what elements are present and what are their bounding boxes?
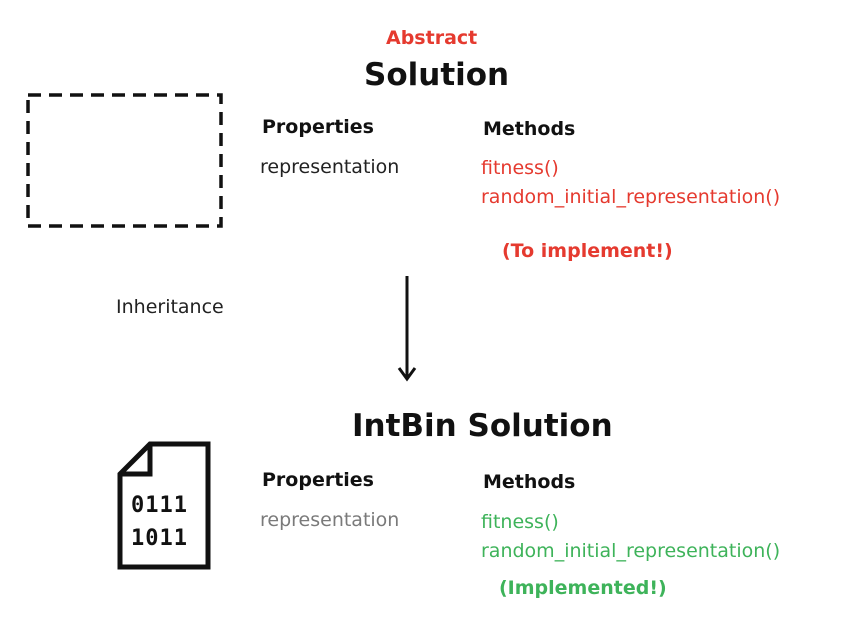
abstract-method-random-initial: random_initial_representation(): [481, 186, 781, 208]
abstract-methods-list: fitness() random_initial_representation(…: [481, 154, 780, 212]
abstract-tag: Abstract: [386, 27, 478, 49]
concrete-class-title: IntBin Solution: [352, 408, 613, 444]
concrete-properties-heading: Properties: [262, 469, 374, 491]
concrete-note: (Implemented!): [499, 577, 667, 599]
inheritance-label: Inheritance: [116, 296, 224, 318]
abstract-class-title: Solution: [364, 57, 510, 93]
binary-file-icon: 0111 1011: [116, 441, 212, 571]
abstract-property-representation: representation: [260, 156, 400, 178]
abstract-methods-heading: Methods: [483, 118, 576, 140]
abstract-properties-heading: Properties: [262, 116, 374, 138]
abstract-method-fitness: fitness(): [481, 157, 559, 179]
concrete-property-representation: representation: [260, 509, 400, 531]
concrete-methods-list: fitness() random_initial_representation(…: [481, 508, 780, 566]
abstract-placeholder-box: [26, 93, 223, 228]
concrete-method-random-initial: random_initial_representation(): [481, 540, 781, 562]
concrete-methods-heading: Methods: [483, 471, 576, 493]
binary-row-1: 0111: [131, 493, 188, 518]
abstract-note: (To implement!): [502, 240, 673, 262]
binary-row-2: 1011: [131, 526, 188, 551]
concrete-method-fitness: fitness(): [481, 511, 559, 533]
inheritance-arrow: [397, 276, 417, 382]
